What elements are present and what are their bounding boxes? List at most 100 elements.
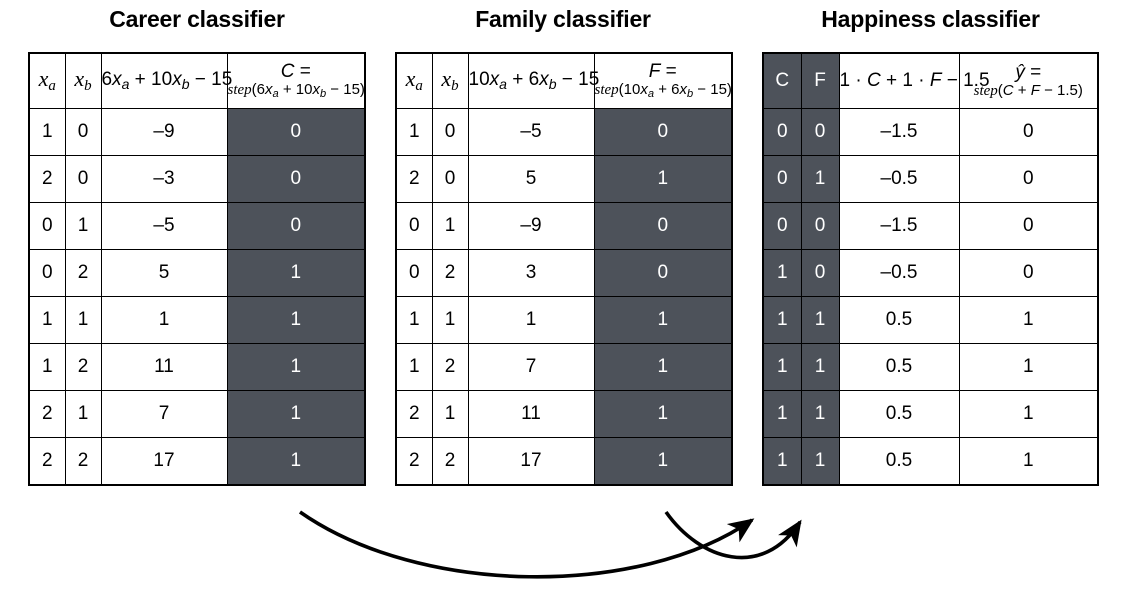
family-cell-output: 1	[593, 296, 733, 344]
happiness-header-c: C	[762, 52, 802, 109]
career-cell-output: 0	[226, 155, 366, 203]
family-cell-output: 0	[593, 202, 733, 250]
happiness-cell-output: 1	[958, 296, 1099, 344]
happiness-cell-expression: –1.5	[838, 108, 960, 156]
career-classifier-table: xa xb 6xa + 10xb − 15 C = step(6xa + 10x…	[28, 52, 366, 486]
career-cell-xa: 1	[28, 343, 66, 391]
career-cell-expression: 17	[100, 437, 228, 486]
career-cell-xb: 0	[64, 155, 102, 203]
career-header-xa: xa	[28, 52, 66, 109]
happiness-cell-output: 1	[958, 343, 1099, 391]
happiness-cell-f: 1	[800, 390, 840, 438]
happiness-cell-expression: –0.5	[838, 155, 960, 203]
family-cell-expression: 7	[467, 343, 595, 391]
family-cell-output: 0	[593, 249, 733, 297]
career-cell-expression: –9	[100, 108, 228, 156]
happiness-cell-expression: 0.5	[838, 437, 960, 486]
career-cell-xa: 0	[28, 249, 66, 297]
happiness-cell-output: 1	[958, 437, 1099, 486]
happiness-cell-c: 0	[762, 202, 802, 250]
family-cell-xb: 0	[431, 155, 469, 203]
family-cell-expression: 3	[467, 249, 595, 297]
family-header-output: F = step(10xa + 6xb − 15)	[593, 52, 733, 109]
family-cell-output: 1	[593, 390, 733, 438]
career-cell-xb: 2	[64, 437, 102, 486]
family-cell-xb: 1	[431, 390, 469, 438]
family-cell-expression: 11	[467, 390, 595, 438]
arrow-family-to-happiness-f	[664, 510, 802, 560]
career-cell-xa: 2	[28, 155, 66, 203]
career-cell-expression: 5	[100, 249, 228, 297]
family-cell-xa: 0	[395, 249, 433, 297]
happiness-cell-f: 1	[800, 343, 840, 391]
happiness-cell-c: 1	[762, 343, 802, 391]
family-cell-expression: –5	[467, 108, 595, 156]
career-cell-output: 1	[226, 296, 366, 344]
happiness-cell-c: 1	[762, 390, 802, 438]
happiness-cell-expression: 0.5	[838, 390, 960, 438]
arrow-career-to-happiness-c	[298, 510, 755, 579]
career-cell-xb: 2	[64, 249, 102, 297]
family-classifier-title: Family classifier	[475, 6, 651, 32]
career-cell-output: 1	[226, 343, 366, 391]
happiness-cell-expression: 0.5	[838, 296, 960, 344]
happiness-cell-output: 0	[958, 155, 1099, 203]
happiness-header-output: ŷ = step(C + F − 1.5)	[958, 52, 1099, 109]
family-cell-xa: 1	[395, 343, 433, 391]
career-cell-output: 0	[226, 108, 366, 156]
happiness-cell-f: 0	[800, 249, 840, 297]
career-cell-xb: 1	[64, 202, 102, 250]
happiness-cell-f: 0	[800, 202, 840, 250]
happiness-cell-f: 1	[800, 155, 840, 203]
family-table-header: xa xb 10xa + 6xb − 15 F = step(10xa + 6x…	[395, 52, 733, 109]
career-cell-output: 0	[226, 202, 366, 250]
family-cell-output: 1	[593, 155, 733, 203]
career-cell-output: 1	[226, 249, 366, 297]
career-cell-xb: 1	[64, 296, 102, 344]
happiness-header-expression: 1 · C + 1 · F − 1.5	[838, 52, 990, 109]
happiness-cell-expression: –0.5	[838, 249, 960, 297]
family-cell-xb: 2	[431, 437, 469, 486]
family-header-expression: 10xa + 6xb − 15	[467, 52, 599, 109]
career-cell-expression: 7	[100, 390, 228, 438]
career-header-output: C = step(6xa + 10xb − 15)	[226, 52, 366, 109]
career-cell-xa: 2	[28, 437, 66, 486]
happiness-cell-c: 1	[762, 437, 802, 486]
happiness-cell-c: 1	[762, 296, 802, 344]
family-cell-xb: 2	[431, 249, 469, 297]
career-header-xb: xb	[64, 52, 102, 109]
table-header-row: xa xb 6xa + 10xb − 15 C = step(6xa + 10x…	[28, 52, 366, 109]
career-cell-xb: 1	[64, 390, 102, 438]
happiness-cell-f: 1	[800, 437, 840, 486]
career-cell-expression: –5	[100, 202, 228, 250]
family-cell-output: 1	[593, 437, 733, 486]
happiness-cell-f: 0	[800, 108, 840, 156]
family-cell-xb: 2	[431, 343, 469, 391]
career-cell-xb: 2	[64, 343, 102, 391]
happiness-cell-output: 1	[958, 390, 1099, 438]
career-cell-expression: –3	[100, 155, 228, 203]
family-header-xb: xb	[431, 52, 469, 109]
family-cell-xb: 1	[431, 202, 469, 250]
table-header-row: xa xb 10xa + 6xb − 15 F = step(10xa + 6x…	[395, 52, 733, 109]
